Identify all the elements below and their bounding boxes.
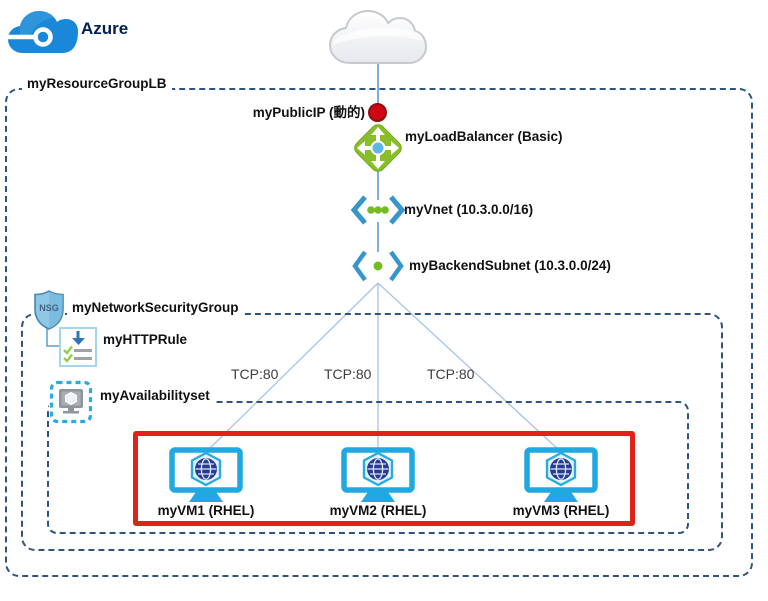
azure-wordmark: Azure	[81, 19, 129, 38]
connector-subnet-to-vm1	[205, 282, 379, 453]
http-rule-icon	[59, 327, 97, 367]
resource-group-label: myResourceGroupLB	[22, 76, 172, 92]
vnet-label: myVnet (10.3.0.0/16)	[404, 202, 534, 217]
nsg-boundary	[21, 313, 723, 551]
azure-cloud-logo-icon	[6, 11, 78, 53]
resource-group-boundary	[5, 88, 753, 577]
public-ip-label: myPublicIP (動的)	[252, 105, 365, 120]
vm2-icon	[341, 447, 415, 502]
vnet-icon	[350, 195, 406, 225]
vm3-icon	[524, 447, 598, 502]
subnet-label: myBackendSubnet (10.3.0.0/24)	[409, 258, 611, 273]
vm-highlight-box	[133, 431, 635, 526]
vm1-icon	[169, 447, 243, 502]
public-ip-icon	[368, 103, 387, 122]
nsg-badge-text: NSG	[39, 303, 59, 313]
load-balancer-icon	[354, 124, 402, 172]
port-label-2: TCP:80	[324, 366, 372, 382]
http-rule-label: myHTTPRule	[103, 332, 188, 347]
vm2-label: myVM2 (RHEL)	[329, 503, 427, 518]
port-label-3: TCP:80	[427, 366, 475, 382]
availability-set-label: myAvailabilityset	[95, 388, 215, 404]
connector-subnet-to-vm3	[377, 282, 562, 453]
vm3-label: myVM3 (RHEL)	[512, 503, 610, 518]
internet-cloud-icon	[329, 10, 427, 64]
load-balancer-label: myLoadBalancer (Basic)	[405, 129, 563, 144]
vm1-label: myVM1 (RHEL)	[157, 503, 255, 518]
availability-set-boundary	[47, 401, 689, 534]
availability-set-icon	[49, 380, 93, 424]
connector-nsg-to-httprule	[46, 325, 59, 347]
nsg-label: myNetworkSecurityGroup	[67, 300, 244, 316]
subnet-icon	[352, 250, 404, 282]
nsg-shield-icon: NSG	[34, 290, 64, 330]
port-label-1: TCP:80	[231, 366, 279, 382]
